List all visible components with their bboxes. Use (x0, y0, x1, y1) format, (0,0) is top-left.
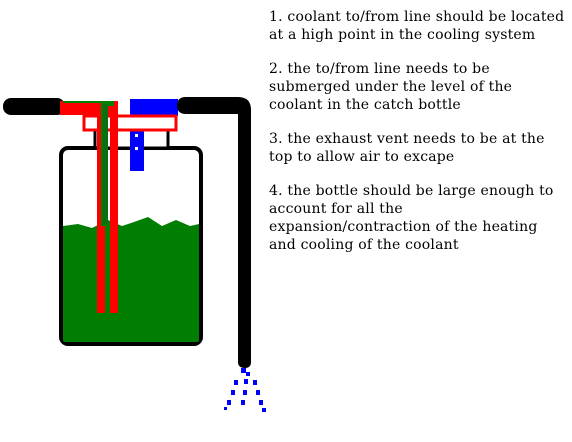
coolant-line-stem (103, 104, 108, 224)
water-drip-icon (224, 368, 266, 412)
note-bottle-size: 4. the bottle should be large enough to … (269, 183, 554, 253)
note-line-location: 1. coolant to/from line should be locate… (269, 9, 565, 43)
vent-hole (135, 134, 138, 137)
coolant-fill (63, 217, 199, 342)
note-exhaust-vent: 3. the exhaust vent needs to be at the t… (269, 131, 545, 165)
note-line-submerged: 2. the to/from line needs to be submerge… (269, 61, 513, 113)
right-hose (177, 97, 251, 368)
exhaust-vent (130, 99, 178, 116)
left-hose (3, 98, 65, 115)
notes-list: 1. coolant to/from line should be locate… (269, 8, 569, 270)
coolant-line (63, 101, 114, 226)
vent-hole (135, 147, 138, 150)
